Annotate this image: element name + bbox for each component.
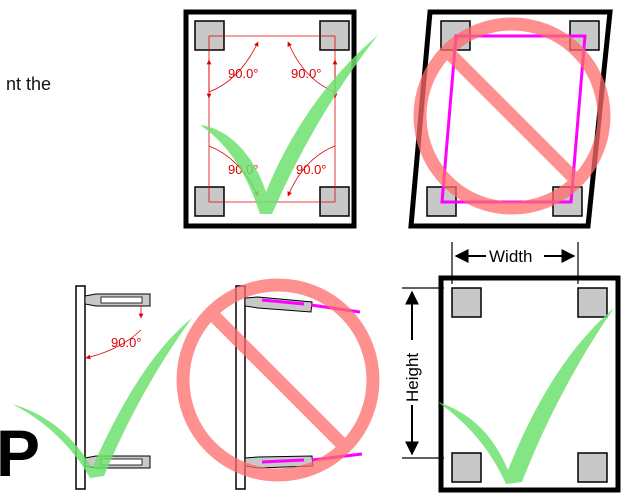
corner-pad: [451, 287, 482, 318]
prohibited-sign-icon: [413, 17, 611, 215]
corner-pad: [319, 186, 350, 217]
side-view-correct-panel: 90.0°: [12, 285, 192, 490]
skew-outline: [440, 34, 587, 204]
check-mark-icon: [200, 35, 378, 214]
angle-label: 90.0°: [296, 162, 327, 177]
corner-pad: [194, 186, 225, 217]
side-view-wrong-panel: [176, 278, 380, 490]
angle-label: 90.0°: [291, 66, 322, 81]
width-label: Width: [489, 247, 532, 266]
mounting-wall: [235, 285, 246, 490]
square-frame-panel: 90.0° 90.0° 90.0° 90.0°: [183, 9, 378, 229]
angle-label: 90.0°: [228, 66, 259, 81]
height-label: Height: [403, 353, 422, 402]
angle-label: 90.0°: [111, 335, 142, 350]
bottom-letter-fragment: P: [0, 416, 41, 490]
check-mark-icon: [438, 308, 614, 484]
corner-pad: [319, 20, 350, 51]
mounting-wall: [75, 285, 86, 490]
corner-pad: [577, 287, 608, 318]
skewed-frame-panel: [408, 9, 613, 229]
dimension-panel: Width Height: [402, 242, 621, 493]
prohibited-sign-icon: [176, 278, 380, 482]
corner-pad: [577, 452, 608, 483]
corner-pad: [194, 20, 225, 51]
intro-text-fragment: nt the: [6, 74, 52, 94]
corner-pad: [451, 452, 482, 483]
standoff-bracket: [84, 293, 151, 307]
